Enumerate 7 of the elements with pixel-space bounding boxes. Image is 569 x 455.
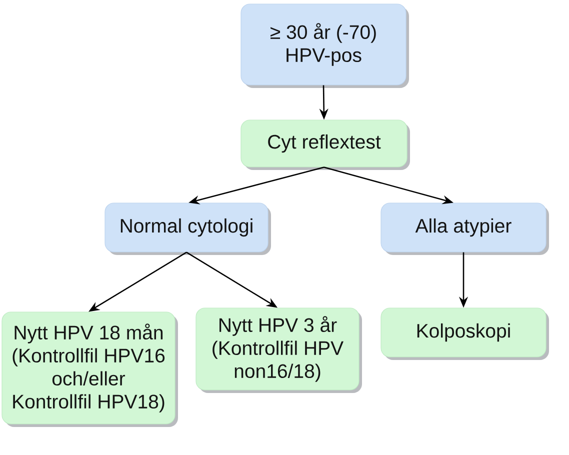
process-box: Nytt HPV 18 mån (Kontrollfil HPV16 och/eller Kontrollfil HPV18) [2, 312, 178, 427]
process-box: ≥ 30 år (-70) HPV-pos [240, 4, 409, 88]
process-box: Nytt HPV 3 år (Kontrollfil HPV non16/18) [196, 308, 362, 393]
process-box: Alla atypier [380, 202, 549, 255]
process-box: Kolposkopi [380, 308, 549, 360]
process-box: Cyt reflextest [240, 120, 410, 170]
process-box: Normal cytologi [104, 202, 271, 255]
